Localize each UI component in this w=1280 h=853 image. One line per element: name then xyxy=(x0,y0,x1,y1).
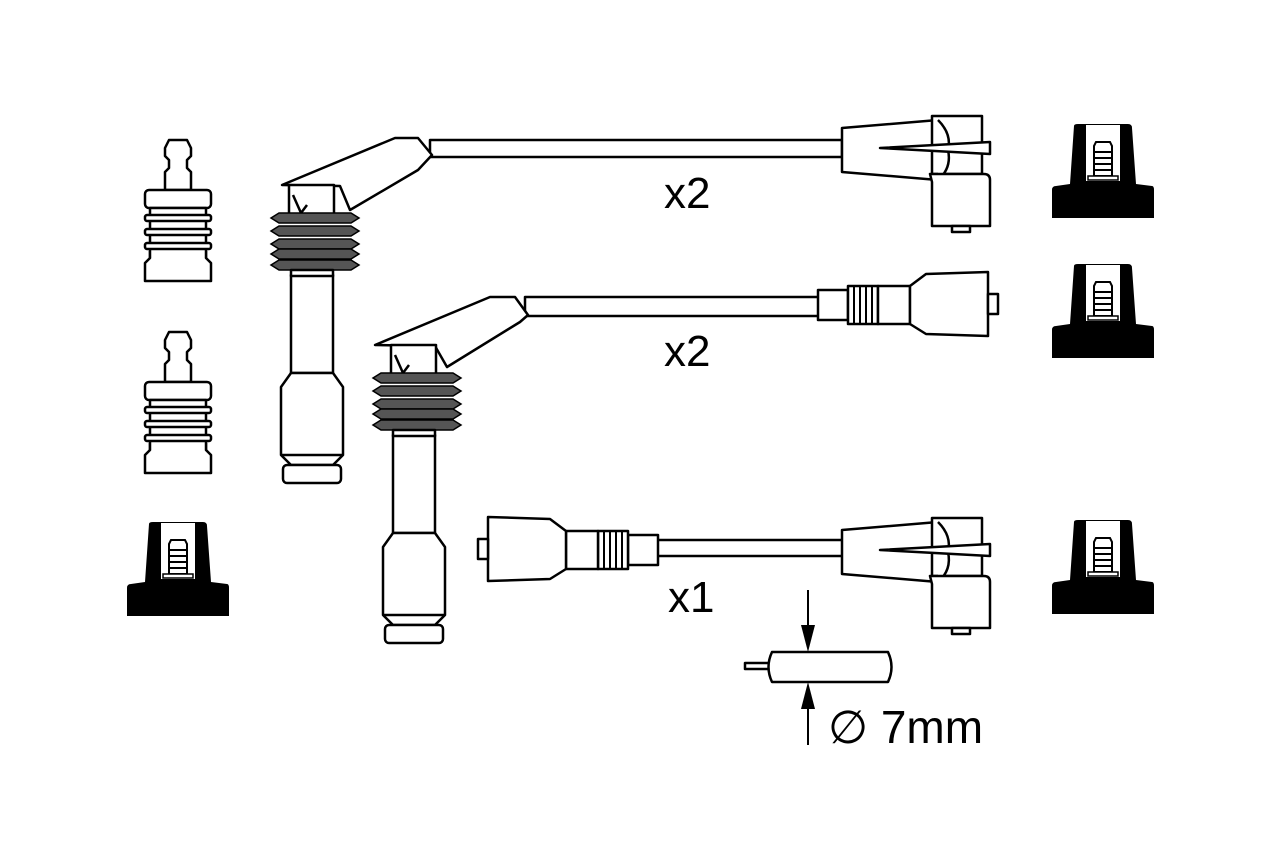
cable-bottom xyxy=(476,515,992,636)
distributor-cap-right-1 xyxy=(1051,123,1155,219)
plug-terminal-1 xyxy=(143,138,213,283)
distributor-cap-right-3 xyxy=(1051,519,1155,615)
quantity-label-bottom: x1 xyxy=(668,573,715,622)
diameter-label: ∅ 7mm xyxy=(828,701,984,753)
quantity-label-middle: x2 xyxy=(664,327,711,376)
distributor-cap-right-2 xyxy=(1051,263,1155,359)
diameter-indicator xyxy=(743,590,893,745)
cable-top xyxy=(269,114,992,485)
distributor-cap-left xyxy=(126,521,230,617)
arrow-up-icon xyxy=(801,682,815,709)
arrow-down-icon xyxy=(801,625,815,652)
plug-terminal-2 xyxy=(143,330,213,475)
cable-middle xyxy=(371,270,1000,645)
quantity-label-top: x2 xyxy=(664,169,711,218)
